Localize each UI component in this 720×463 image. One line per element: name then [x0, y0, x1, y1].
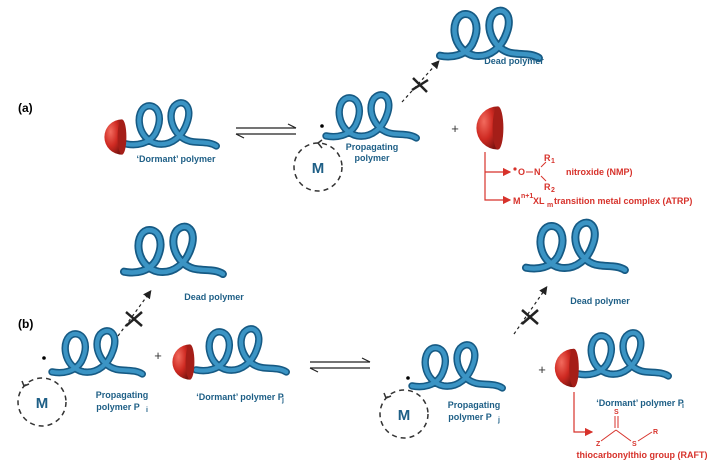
prop-right-label-2: polymer P [448, 412, 492, 422]
svg-text:S: S [614, 409, 619, 416]
prop-right-sub: j [497, 417, 500, 424]
dormant-polymer-b-right [554, 333, 669, 388]
dead-arrow-b-right [513, 286, 548, 335]
svg-text:R: R [653, 429, 658, 436]
svg-text:1: 1 [551, 158, 555, 165]
dead-polymer-a [440, 11, 539, 58]
svg-text:Z: Z [596, 441, 601, 448]
svg-text:M: M [513, 196, 521, 206]
panel-b-label: (b) [18, 317, 33, 331]
svg-text:n+1: n+1 [521, 193, 533, 200]
dead-arrow-a [401, 60, 440, 103]
raft-label: thiocarbonylthio group (RAFT) [577, 450, 708, 460]
atrp-label: transition metal complex (ATRP) [554, 196, 692, 206]
propagating-polymer-b-left [52, 331, 142, 374]
nmp-atrp-arrows [484, 152, 512, 205]
svg-text:R: R [544, 182, 551, 192]
svg-text:2: 2 [551, 187, 555, 194]
nitroxide-structure: O N R 1 R 2 [513, 153, 555, 194]
raft-structure: S Z S R [596, 409, 658, 448]
radical-dot-b-right [406, 376, 410, 380]
prop-left-sub: i [146, 407, 148, 414]
monomer-circle-a [293, 139, 343, 192]
svg-text:R: R [544, 153, 551, 163]
propagating-polymer-b-right [412, 345, 502, 388]
svg-text:N: N [534, 167, 541, 177]
prop-left-label-1: Propagating [96, 390, 149, 400]
dormant-right-sub: i [682, 403, 684, 410]
monomer-circle-b-left [17, 377, 67, 427]
dead-label-b-left: Dead polymer [184, 292, 244, 302]
prop-right-label-1: Propagating [448, 400, 501, 410]
propagating-label-a-1: Propagating [346, 142, 399, 152]
monomer-circle-b-right [379, 389, 429, 439]
radical-dot-a [320, 124, 324, 128]
dead-polymer-b-left [124, 227, 223, 274]
raft-arrow [573, 392, 594, 437]
dormant-mid-sub: j [281, 397, 284, 404]
panel-a-label: (a) [18, 101, 33, 115]
dead-label-b-right: Dead polymer [570, 296, 630, 306]
monomer-b-left: M [36, 395, 49, 412]
atrp-structure: M n+1 XL m [513, 193, 553, 209]
nmp-label: nitroxide (NMP) [566, 167, 633, 177]
monomer-b-right: M [398, 407, 411, 424]
equilibrium-arrows-a [235, 123, 297, 139]
prop-left-label-2: polymer P [96, 402, 140, 412]
dormant-right-label: ‘Dormant’ polymer P [596, 398, 684, 408]
plus-a: + [451, 121, 459, 136]
dormant-label-a: ‘Dormant’ polymer [136, 154, 216, 164]
svg-text:S: S [632, 441, 637, 448]
propagating-label-a-2: polymer [354, 153, 390, 163]
cap-a [476, 106, 504, 150]
dormant-mid-label: ‘Dormant’ polymer P [196, 392, 284, 402]
dormant-polymer-a [104, 103, 216, 155]
monomer-a: M [312, 160, 325, 177]
svg-text:XL: XL [533, 196, 545, 206]
radical-dot-b-left [42, 356, 46, 360]
dead-polymer-b-right [526, 223, 625, 270]
dormant-polymer-b-mid [172, 329, 286, 380]
svg-text:m: m [547, 202, 553, 209]
plus-b-right: + [538, 362, 546, 377]
dead-arrow-b-left [117, 290, 152, 337]
plus-b-left: + [154, 348, 162, 363]
svg-text:O: O [518, 167, 525, 177]
equilibrium-arrows-b [309, 357, 371, 373]
dead-label-a: Dead polymer [484, 56, 544, 66]
